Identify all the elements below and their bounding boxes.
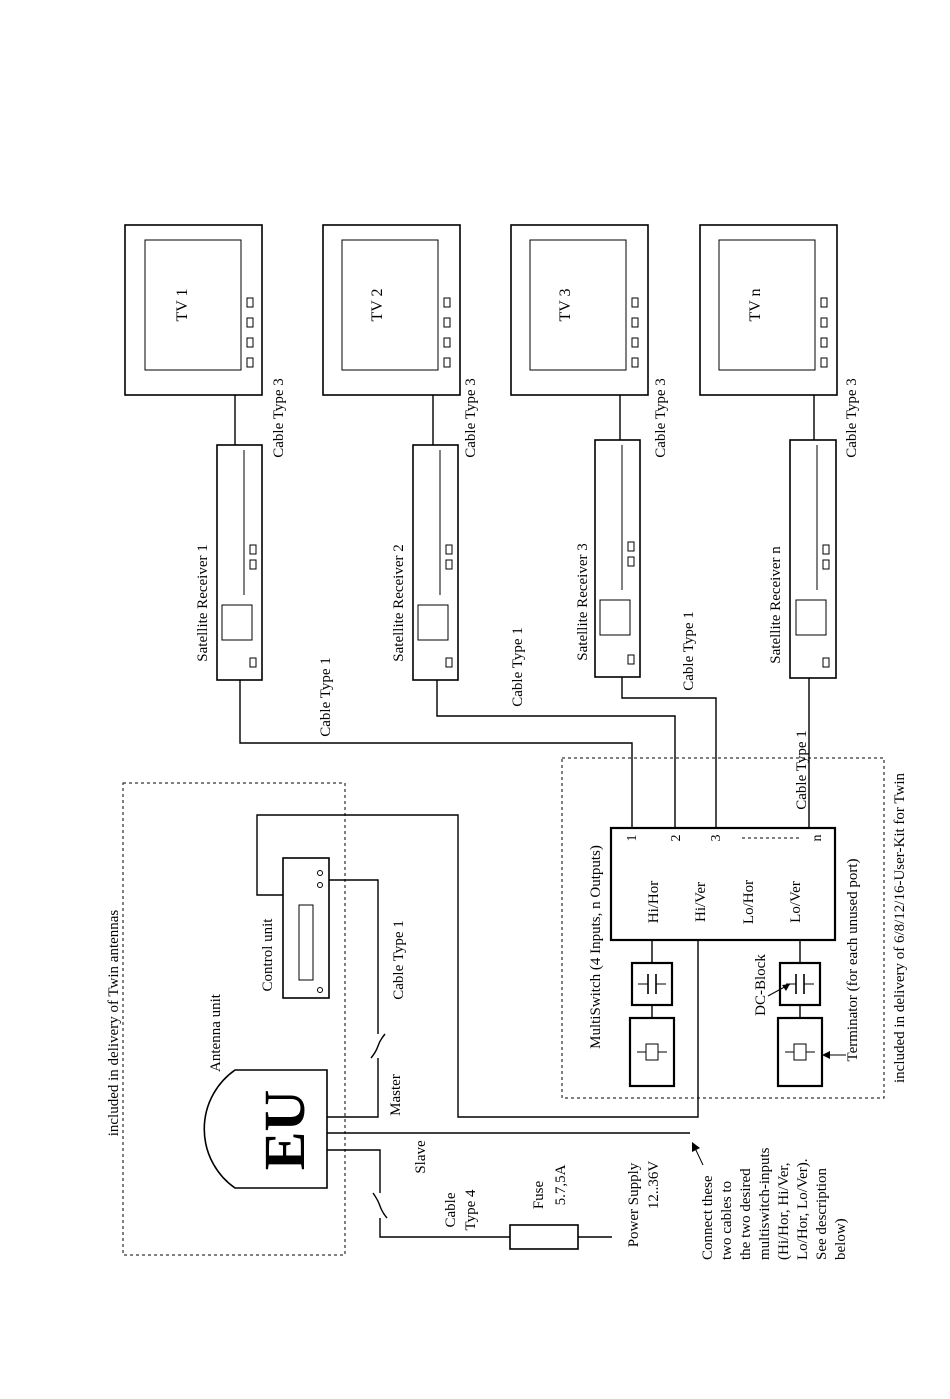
fuse-label-1: Fuse: [531, 1180, 547, 1209]
terminator-label: Terminator (for each unused port): [845, 858, 861, 1061]
connect-note-line-1: Connect these: [700, 1175, 716, 1260]
connect-note-line-4: multiswitch-inputs: [757, 1147, 773, 1260]
tv-3-label: TV 3: [557, 288, 574, 321]
dc-block-2: [778, 940, 822, 1018]
ms-input-lo-ver: Lo/Ver: [788, 881, 804, 923]
cable-type3-label-3: Cable Type 3: [653, 378, 669, 458]
dc-block-label: DC-Block: [753, 954, 769, 1016]
tv-n-label: TV n: [747, 288, 764, 321]
receiver-3-label: Satellite Receiver 3: [575, 543, 591, 660]
cable-type1-control-label: Cable Type 1: [391, 920, 407, 1000]
terminator-1: [628, 1016, 676, 1088]
ms-output-n: n: [810, 835, 825, 842]
receiver-n-label: Satellite Receiver n: [768, 546, 784, 664]
user-kit-frame: [561, 757, 885, 1099]
tv-2-label: TV 2: [369, 288, 386, 321]
cable-type3-label-1: Cable Type 3: [271, 378, 287, 458]
receiver-2-label: Satellite Receiver 2: [391, 544, 407, 661]
cable-type1-label-3: Cable Type 1: [681, 611, 697, 691]
connect-note-line-3: the two desired: [738, 1168, 754, 1260]
receiver-1: [216, 444, 263, 681]
tv-3: TV 3: [510, 224, 649, 396]
receiver-1-label: Satellite Receiver 1: [195, 544, 211, 661]
tv-2: TV 2: [322, 224, 461, 396]
control-unit: [282, 857, 330, 999]
multiswitch-box: [609, 826, 837, 942]
power-supply-label-1: Power Supply: [626, 1162, 642, 1247]
cable-type3-label-2: Cable Type 3: [463, 378, 479, 458]
cable-type1-label-n: Cable Type 1: [794, 730, 810, 810]
receiver-2: [412, 444, 459, 681]
master-label: Master: [388, 1074, 404, 1116]
twin-delivery-frame: [122, 782, 346, 1256]
ms-output-1: 1: [625, 835, 640, 842]
ms-input-hi-hor: Hi/Hor: [646, 881, 662, 924]
dc-block-1: [630, 940, 674, 1018]
fuse-label-2: 5.7,5A: [553, 1164, 569, 1205]
power-supply-label-2: 12..36V: [646, 1161, 662, 1210]
connect-note-line-8: below): [833, 1218, 849, 1260]
twin-delivery-label: included in delivery of Twin antennas: [106, 910, 122, 1137]
ms-output-2: 2: [669, 835, 684, 842]
receiver-n: [789, 439, 837, 679]
connect-note-line-5: (Hi/Hor, Hi/Ver,: [776, 1162, 792, 1260]
ms-output-3: 3: [709, 835, 724, 842]
antenna-dome: [203, 1069, 328, 1189]
ms-input-lo-hor: Lo/Hor: [741, 880, 757, 924]
slave-label: Slave: [413, 1140, 429, 1174]
user-kit-label: included in delivery of 6/8/12/16-User-K…: [892, 773, 908, 1083]
connect-note: Connect these two cables to the two desi…: [700, 1147, 849, 1260]
connect-note-line-7: See description: [814, 1167, 830, 1260]
eu-label: EU: [252, 1090, 317, 1171]
connect-note-line-2: two cables to: [719, 1181, 735, 1260]
fuse-symbol: [509, 1224, 579, 1250]
cable-type1-label-2: Cable Type 1: [510, 627, 526, 707]
multiswitch-label: MultiSwitch (4 Inputs, n Outputs): [588, 845, 604, 1049]
connect-note-line-6: Lo/Hor, Lo/Ver).: [795, 1159, 811, 1260]
receiver-3: [594, 439, 641, 678]
control-unit-label: Control unit: [260, 918, 276, 992]
cable-type3-label-n: Cable Type 3: [844, 378, 860, 458]
cable-type4-label-2: Type 4: [463, 1189, 479, 1231]
antenna-unit-label: Antenna unit: [208, 993, 224, 1072]
terminator-2: [776, 1016, 824, 1088]
cable-type1-label-1: Cable Type 1: [318, 657, 334, 737]
tv-n: TV n: [699, 224, 838, 396]
ms-input-hi-ver: Hi/Ver: [693, 882, 709, 922]
cable-type4-label-1: Cable: [443, 1192, 459, 1227]
tv-1-label: TV 1: [174, 288, 191, 321]
tv-1: TV 1: [124, 224, 263, 396]
